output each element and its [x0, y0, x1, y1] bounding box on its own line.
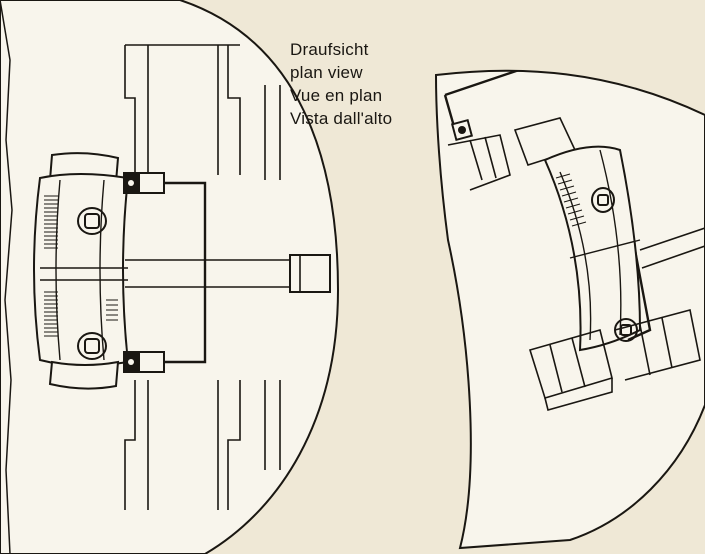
gear-teeth — [44, 195, 118, 337]
left-detail-view — [0, 0, 340, 554]
left-view-torn-edge — [0, 0, 13, 554]
caption-english: plan view — [290, 63, 363, 82]
screw-bottom — [77, 332, 107, 360]
rail-profile-bottom — [124, 380, 281, 510]
right-detail-view — [434, 69, 705, 550]
pickup-contact-top — [123, 172, 165, 194]
wire — [164, 181, 207, 364]
wheel-bogie — [33, 152, 130, 390]
caption-italian: Vista dall'alto — [290, 109, 393, 128]
pickup-contact-bottom — [123, 351, 165, 373]
gear-teeth-right — [555, 173, 587, 227]
rail-profile-top — [124, 44, 281, 180]
view-caption: Draufsicht plan view Vue en plan Vista d… — [290, 38, 392, 130]
axle — [125, 254, 331, 293]
left-view-panel — [0, 0, 340, 554]
screw-right-top — [591, 187, 615, 213]
track-lower-right — [528, 309, 701, 411]
axle-right — [639, 227, 705, 269]
screw-top — [77, 207, 107, 235]
caption-german: Draufsicht — [290, 40, 369, 59]
bogie-right — [543, 145, 642, 352]
caption-french: Vue en plan — [290, 86, 383, 105]
pickup-contact-right — [450, 118, 474, 142]
right-view-panel — [434, 69, 705, 550]
